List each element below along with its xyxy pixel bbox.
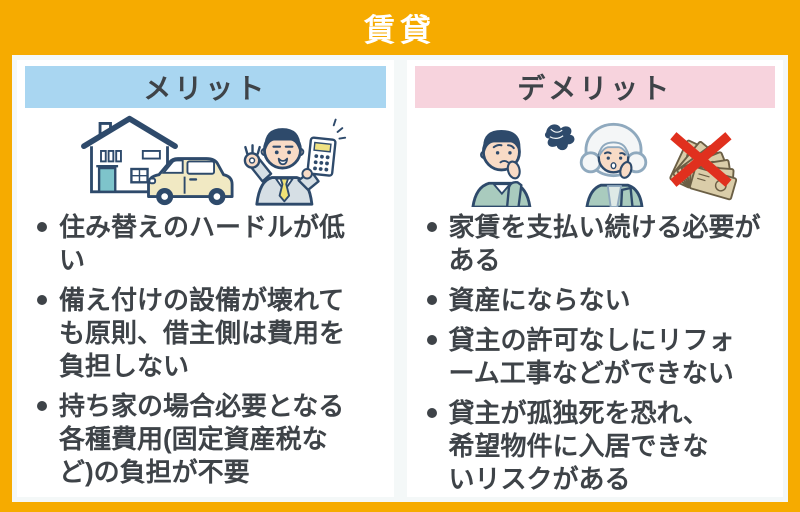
demerit-item: 貸主の許可なしにリフォ ーム工事などができない	[425, 324, 776, 390]
merit-illustration-svg	[80, 115, 346, 206]
worried-woman-icon	[580, 122, 648, 207]
page-title: 賃貸	[364, 13, 436, 48]
demerit-illustration-svg	[471, 122, 738, 207]
worried-man-icon	[471, 129, 532, 207]
red-cross-icon	[670, 131, 732, 187]
worried-couple-money-illustration	[415, 111, 776, 207]
salesman-icon	[243, 118, 346, 206]
demerit-list: 家賃を支払い続ける必要が ある 資産にならない 貸主の許可なしにリフォ ーム工事…	[415, 211, 776, 503]
demerit-item: 家賃を支払い続ける必要が ある	[425, 211, 776, 277]
car-icon	[146, 156, 234, 205]
merit-column: メリット	[17, 60, 394, 497]
merit-list: 住み替えのハードルが低 い 備え付けの設備が壊れて も原則、借主側は費用を 負担…	[25, 211, 386, 496]
calculator-icon	[306, 136, 337, 177]
demerit-item: 貸主が孤独死を恐れ、 希望物件に入居できな いリスクがある	[425, 397, 776, 496]
merit-header: メリット	[25, 66, 386, 108]
demerit-header: デメリット	[414, 66, 775, 108]
sparkle-icon	[332, 118, 346, 140]
house-car-agent-illustration	[25, 111, 386, 207]
demerit-column: デメリット	[406, 60, 783, 497]
demerit-item: 資産にならない	[425, 284, 776, 317]
merit-item: 持ち家の場合必要となる 各種費用(固定資産税な ど)の負担が不要	[35, 390, 386, 489]
money-fan-icon	[669, 139, 738, 200]
comparison-panel: メリット	[12, 55, 788, 502]
merit-item: 備え付けの設備が壊れて も原則、借主側は費用を 負担しない	[35, 284, 386, 383]
merit-item: 住み替えのハードルが低 い	[35, 211, 386, 277]
confusion-scribble-icon	[545, 123, 575, 150]
